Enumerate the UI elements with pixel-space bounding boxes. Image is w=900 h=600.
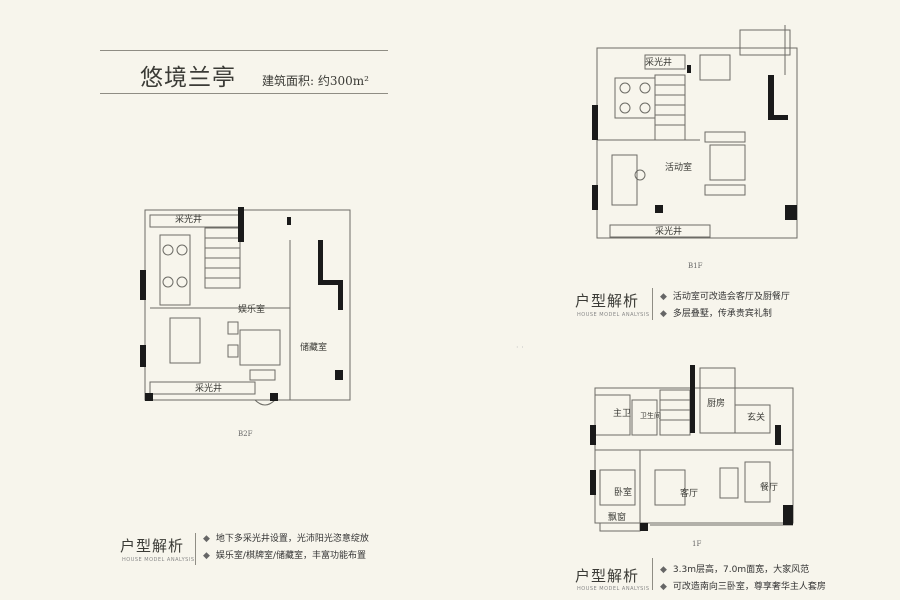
b2-caption: B2F xyxy=(238,430,253,438)
f1-kitchen: 厨房 xyxy=(707,397,725,409)
b1-activity-room: 活动室 xyxy=(665,161,692,173)
analysis-1f-divider xyxy=(652,558,653,590)
area-label: 建筑面积: 约300m² xyxy=(262,74,369,88)
plan-b2 xyxy=(144,209,351,406)
analysis-1f-point-2: ◆可改造南向三卧室，尊享奢华主人套房 xyxy=(660,582,826,592)
f1-bedroom: 卧室 xyxy=(614,486,632,498)
f1-bathroom: 卫生间 xyxy=(640,411,661,420)
analysis-1f-point-1: ◆3.3m层高，7.0m面宽，大家风范 xyxy=(660,565,810,575)
f1-dining-room: 餐厅 xyxy=(760,481,778,493)
analysis-b2-heading: 户型解析 xyxy=(120,537,185,555)
f1-master-bath: 主卫 xyxy=(613,407,631,419)
analysis-b1-heading: 户型解析 xyxy=(575,292,640,310)
1f-caption: 1F xyxy=(692,540,702,548)
analysis-b2-point-2: ◆娱乐室/棋牌室/储藏室，丰富功能布置 xyxy=(203,551,366,561)
page-title: 悠境兰亭 xyxy=(140,65,236,91)
analysis-b2-point-1: ◆地下多采光井设置，光沛阳光恣意绽放 xyxy=(203,534,369,544)
b2-entertainment-room: 娱乐室 xyxy=(238,303,265,315)
analysis-b1-point-2: ◆多层叠墅，传承贵宾礼制 xyxy=(660,309,772,319)
plan-b2-walls xyxy=(140,207,343,401)
b2-skylight-top: 采光井 xyxy=(175,213,202,225)
title-top-rule xyxy=(100,50,388,51)
plan-b1-walls xyxy=(592,65,797,220)
analysis-b2-divider xyxy=(195,533,196,565)
analysis-b2-subheading: HOUSE MODEL ANALYSIS xyxy=(122,557,195,563)
b1-skylight-bottom: 采光井 xyxy=(655,225,682,237)
analysis-1f-subheading: HOUSE MODEL ANALYSIS xyxy=(577,586,650,592)
f1-bay-window: 飘窗 xyxy=(608,511,626,523)
plan-b1 xyxy=(596,25,798,239)
plan-1f-walls xyxy=(590,365,793,531)
b2-storage-room: 储藏室 xyxy=(300,341,327,353)
f1-living-room: 客厅 xyxy=(680,487,698,499)
b2-skylight-bottom: 采光井 xyxy=(195,382,222,394)
b1-skylight-top: 采光井 xyxy=(645,56,672,68)
analysis-b1-point-1: ◆活动室可改造会客厅及厨餐厅 xyxy=(660,292,790,302)
analysis-b1-subheading: HOUSE MODEL ANALYSIS xyxy=(577,312,650,318)
f1-foyer: 玄关 xyxy=(747,411,765,423)
center-mark: · · xyxy=(516,343,524,352)
title-bottom-rule xyxy=(100,93,388,94)
analysis-b1-divider xyxy=(652,288,653,320)
analysis-1f-heading: 户型解析 xyxy=(575,567,640,585)
b1-caption: B1F xyxy=(688,262,703,270)
